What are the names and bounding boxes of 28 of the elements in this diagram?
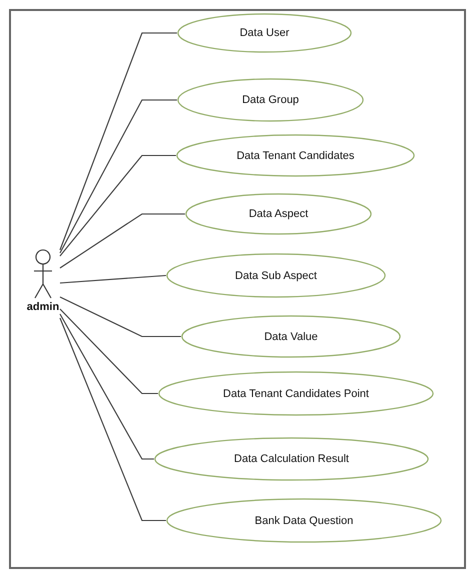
use-case-ellipse: [154, 437, 429, 481]
use-case-label: Data Sub Aspect: [235, 270, 317, 282]
association-line: [60, 308, 158, 394]
association-line: [60, 154, 176, 256]
use-case-label: Data Aspect: [248, 208, 308, 220]
use-case-label: Data User: [240, 27, 290, 39]
association-line: [59, 32, 177, 250]
use-case-ellipse: [166, 253, 386, 298]
use-case-ellipse: [177, 13, 352, 53]
use-case-ellipse: [181, 315, 401, 358]
use-case-ellipse: [177, 78, 364, 122]
use-case-ellipse: [176, 134, 415, 177]
use-case-label: Data Tenant Candidates Point: [223, 388, 369, 400]
use-case-ellipse: [158, 371, 434, 416]
use-case-label: Bank Data Question: [254, 514, 354, 526]
association-line: [60, 296, 181, 338]
use-case-label: Data Calculation Result: [234, 453, 349, 465]
association-line: [60, 318, 166, 522]
association-line: [60, 99, 177, 254]
association-line: [60, 314, 154, 460]
use-case-label: Data Group: [242, 94, 299, 106]
use-case-ellipse: [185, 193, 372, 235]
use-case-ellipse: [166, 498, 442, 543]
association-line: [60, 213, 185, 268]
use-case-label: Data Value: [264, 330, 318, 342]
actor-label: admin: [26, 301, 60, 314]
association-line: [60, 274, 166, 284]
use-case-label: Data Tenant Candidates: [236, 150, 354, 162]
